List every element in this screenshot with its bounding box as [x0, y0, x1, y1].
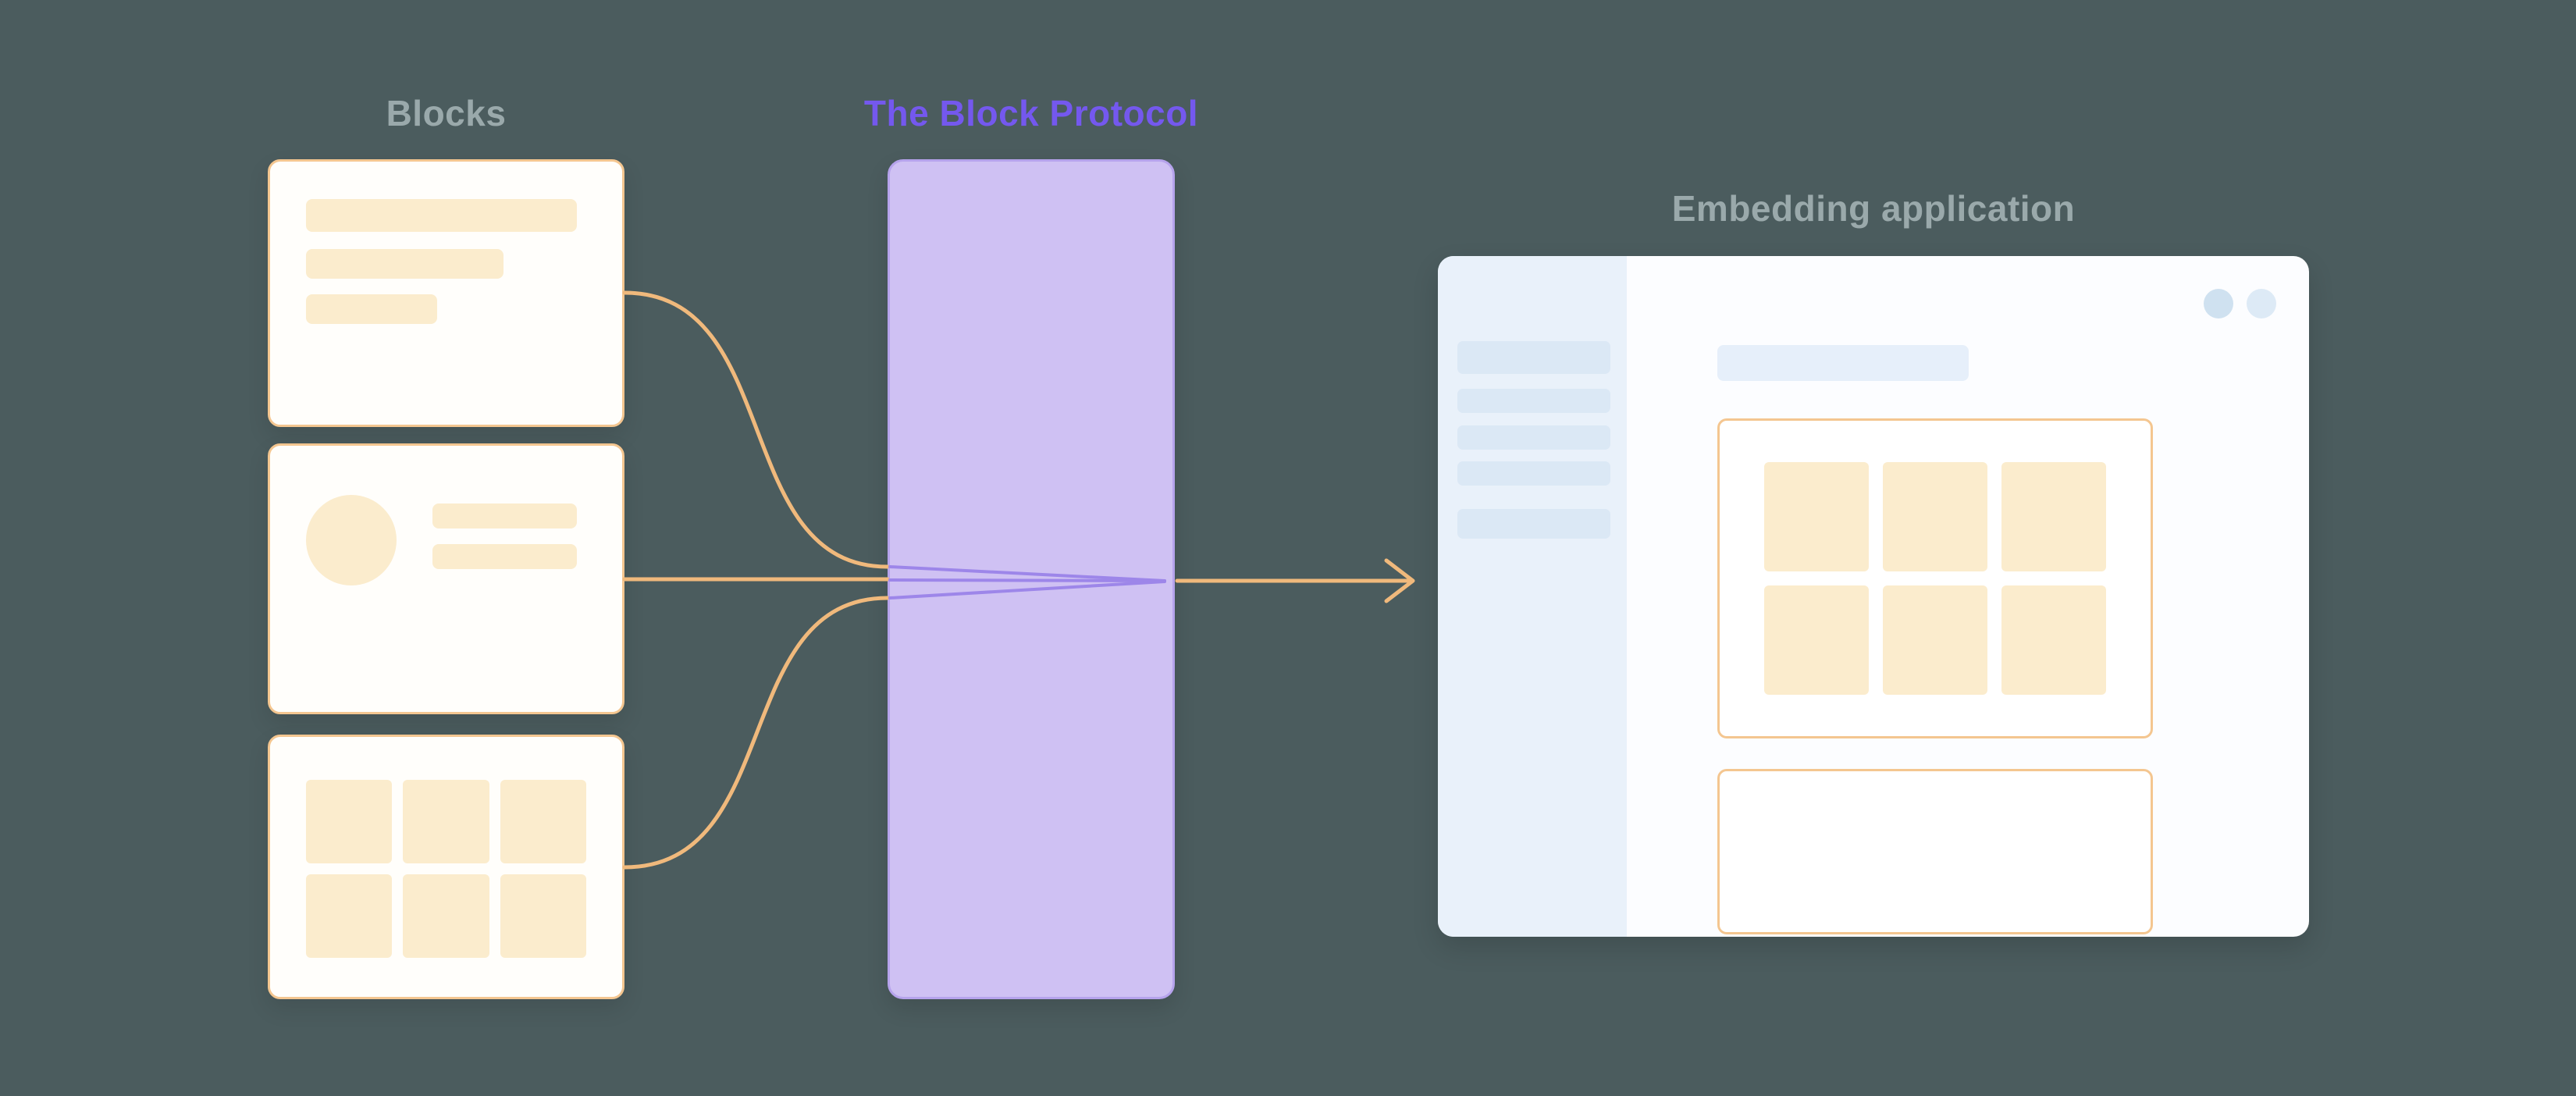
protocol-panel: [888, 159, 1175, 999]
grid-cell: [1883, 585, 1987, 695]
window-control-dot: [2204, 289, 2233, 318]
window-control-dot: [2247, 289, 2276, 318]
connector-curve-top: [622, 290, 890, 569]
grid-cell: [1883, 462, 1987, 571]
grid-cell: [500, 874, 586, 958]
skeleton-bar: [306, 294, 437, 324]
avatar-circle: [306, 495, 397, 585]
media-block-card: [268, 443, 624, 714]
embedded-grid-block: [1717, 418, 2153, 738]
connector-curve-bottom: [622, 596, 890, 870]
grid-cell: [2001, 462, 2106, 571]
grid-cell: [306, 780, 393, 863]
grid-cell: [403, 780, 489, 863]
sidebar-skeleton-bar: [1457, 341, 1610, 374]
protocol-section-label: The Block Protocol: [863, 93, 1199, 133]
grid-cell: [306, 874, 393, 958]
sidebar-skeleton-bar: [1457, 461, 1610, 486]
grid-cell: [500, 780, 586, 863]
sidebar-skeleton-bar: [1457, 509, 1610, 539]
embedding-application-label: Embedding application: [1671, 188, 2076, 229]
app-window: [1438, 256, 2309, 937]
grid-cell: [403, 874, 489, 958]
embedded-grid: [1764, 462, 2106, 695]
skeleton-bar: [306, 249, 503, 279]
embedded-empty-block: [1717, 769, 2153, 934]
blocks-section-label: Blocks: [386, 93, 507, 133]
skeleton-bar: [432, 504, 577, 528]
flow-arrow: [1175, 558, 1415, 603]
grid-cell: [1764, 585, 1869, 695]
grid-cell: [2001, 585, 2106, 695]
app-sidebar: [1438, 256, 1627, 937]
skeleton-bar: [432, 544, 577, 569]
skeleton-bar: [306, 199, 577, 232]
grid-cell: [1764, 462, 1869, 571]
text-block-card: [268, 159, 624, 427]
table-grid: [306, 780, 586, 958]
app-toolbar-skeleton: [1717, 345, 1969, 381]
table-block-card: [268, 735, 624, 999]
sidebar-skeleton-bar: [1457, 425, 1610, 450]
sidebar-skeleton-bar: [1457, 389, 1610, 413]
